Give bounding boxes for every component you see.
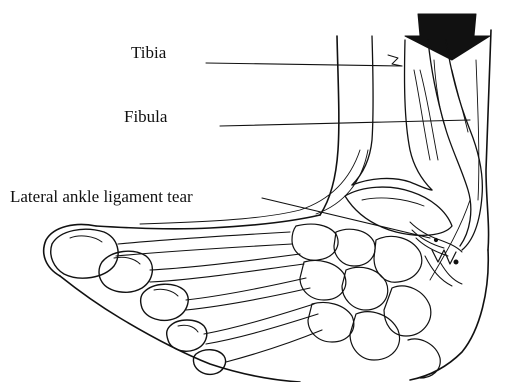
tibia-bone	[352, 36, 432, 190]
ligament-tear	[410, 222, 462, 286]
label-fibula: Fibula	[124, 108, 167, 125]
label-tibia: Tibia	[131, 44, 166, 61]
toes	[51, 229, 226, 374]
label-lateral-ankle-ligament-tear: Lateral ankle ligament tear	[10, 188, 193, 205]
heel-outline	[410, 250, 488, 380]
metatarsal-bones	[116, 232, 322, 362]
lower-leg-outline	[320, 30, 491, 250]
foot-outline	[44, 215, 320, 382]
fibula-bone	[428, 40, 482, 250]
force-arrow	[405, 14, 490, 60]
tarsal-bones	[292, 224, 440, 378]
fibula-leader-line	[220, 120, 470, 126]
talus-bone	[345, 187, 452, 235]
